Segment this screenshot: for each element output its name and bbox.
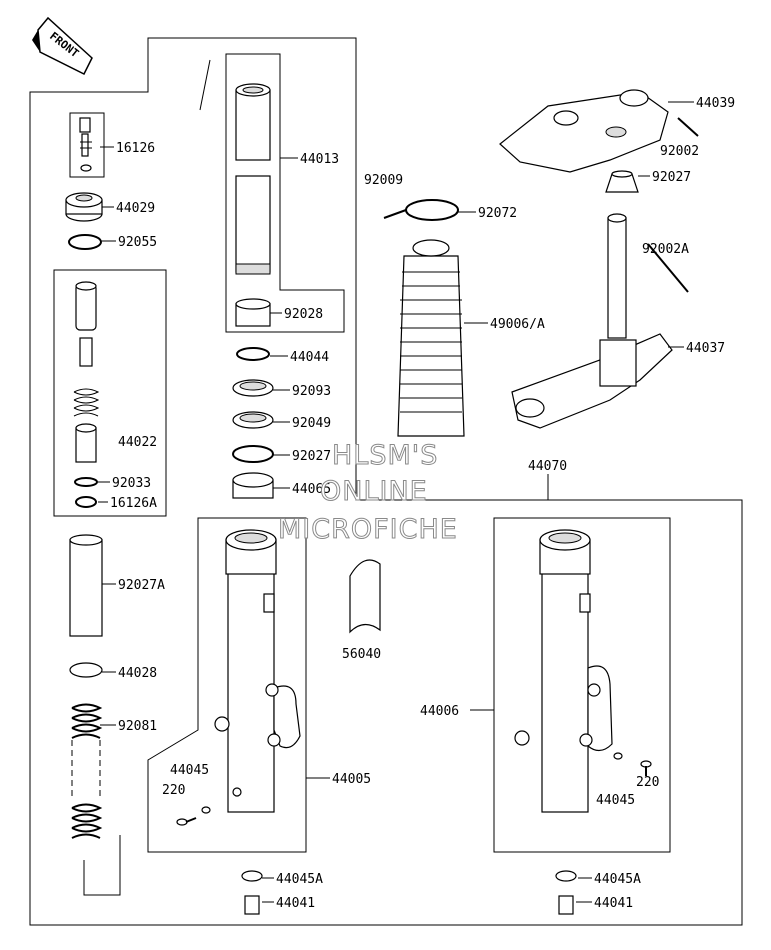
label-44039: 44039	[696, 96, 735, 111]
box-44006	[493, 517, 671, 853]
part-49006A	[397, 239, 465, 437]
part-92002	[677, 117, 699, 137]
part-92027A	[69, 534, 103, 637]
watermark-line-2: ONLINE	[320, 476, 428, 507]
part-92055	[68, 234, 102, 250]
part-220-44045-right	[613, 752, 652, 776]
label-44044: 44044	[290, 350, 329, 365]
label-92055: 92055	[118, 235, 157, 250]
label-92072: 92072	[478, 206, 517, 221]
front-arrow-icon: FRONT	[32, 16, 93, 76]
label-44045-right: 44045	[596, 793, 635, 808]
label-92027-right: 92027	[652, 170, 691, 185]
label-44045A-right: 44045A	[594, 872, 641, 887]
watermark-line-1: HLSM'S	[332, 440, 438, 471]
label-92033: 92033	[112, 476, 151, 491]
label-16126A: 16126A	[110, 496, 157, 511]
watermark-line-3: MICROFICHE	[278, 514, 458, 545]
label-44028: 44028	[118, 666, 157, 681]
label-44022: 44022	[118, 435, 157, 450]
part-56040	[349, 559, 381, 634]
part-44005	[214, 529, 301, 813]
label-92027A: 92027A	[118, 578, 165, 593]
watermark: HLSM'S ONLINE MICROFICHE	[278, 440, 458, 546]
label-44041-left: 44041	[276, 896, 315, 911]
label-44045A-left: 44045A	[276, 872, 323, 887]
part-92081	[71, 703, 121, 896]
label-44006: 44006	[420, 704, 459, 719]
label-92081: 92081	[118, 719, 157, 734]
box-16126	[69, 112, 105, 178]
part-44013	[199, 59, 271, 275]
label-220-right: 220	[636, 775, 659, 790]
label-92049: 92049	[292, 416, 331, 431]
label-92093: 92093	[292, 384, 331, 399]
label-44045-left: 44045	[170, 763, 209, 778]
label-92028: 92028	[284, 307, 323, 322]
part-bottom-left	[241, 870, 263, 915]
part-bottom-right	[555, 870, 577, 915]
part-44028	[69, 662, 103, 678]
part-44039	[499, 89, 669, 173]
label-44070: 44070	[528, 459, 567, 474]
label-92027-left: 92027	[292, 449, 331, 464]
part-44029	[65, 192, 103, 222]
part-92027-right	[605, 170, 639, 193]
label-44005: 44005	[332, 772, 371, 787]
label-56040: 56040	[342, 647, 381, 662]
label-92002A: 92002A	[642, 242, 689, 257]
label-92002: 92002	[660, 144, 699, 159]
label-44029: 44029	[116, 201, 155, 216]
box-44005	[147, 517, 307, 853]
label-44065: 44065	[292, 482, 331, 497]
part-44037	[511, 213, 673, 429]
box-44022	[53, 269, 167, 517]
label-44037: 44037	[686, 341, 725, 356]
part-44006	[514, 529, 613, 813]
part-220-44045-left	[176, 806, 211, 826]
part-44022	[73, 281, 100, 508]
box-44013	[225, 53, 345, 333]
part-16126	[79, 117, 92, 172]
label-92009: 92009	[364, 173, 403, 188]
label-44041-right: 44041	[594, 896, 633, 911]
part-clamp	[383, 199, 459, 221]
label-16126: 16126	[116, 141, 155, 156]
label-220-left: 220	[162, 783, 185, 798]
label-49006A: 49006/A	[490, 317, 545, 332]
leader-lines	[98, 101, 694, 903]
part-92028	[235, 298, 271, 327]
part-92002A	[647, 243, 689, 293]
part-rings	[232, 347, 274, 499]
assembly-outline	[29, 37, 743, 926]
label-44013: 44013	[300, 152, 339, 167]
